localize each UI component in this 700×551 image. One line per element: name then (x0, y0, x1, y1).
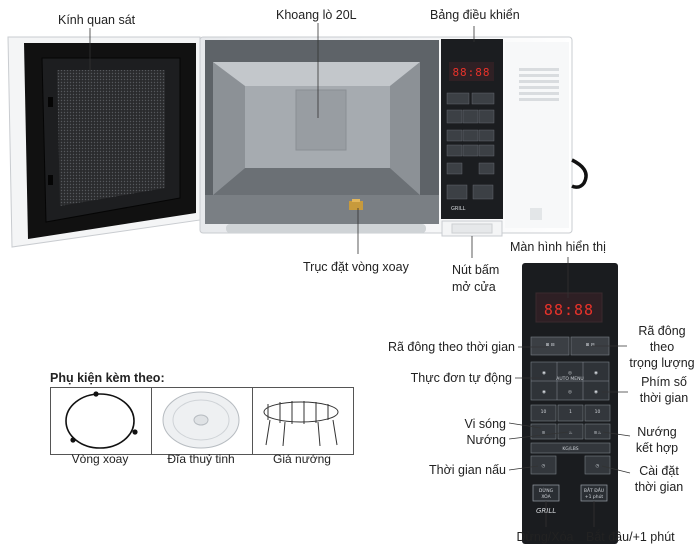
microwave-label: Vi sóng (464, 417, 506, 431)
cook-time-label: Thời gian nấu (429, 463, 506, 477)
svg-text:DỪNG: DỪNG (539, 487, 554, 494)
auto-menu-label: Thực đơn tự động (410, 371, 512, 385)
control-panel-detail: 88:88 ⊞ ⊟ ⊞ ⊟ ◉ ◎ ◉ AUTO MENU ◉ ◎ ◉ (522, 263, 618, 544)
svg-text:1: 1 (569, 409, 572, 415)
auto-menu-keys: ◉ ◎ ◉ AUTO MENU ◉ ◎ ◉ (530, 361, 610, 401)
stop-clear-label: Dừng/Xóa (516, 530, 574, 544)
accessory-box-turntable (50, 387, 152, 455)
svg-text:⊞ ⊟: ⊞ ⊟ (586, 343, 595, 348)
svg-text:XÓA: XÓA (541, 493, 551, 500)
microwave-oven: 88:88 GRILL (7, 36, 588, 248)
display-label: Màn hình hiển thị (510, 240, 606, 254)
svg-text:10: 10 (595, 409, 601, 415)
svg-text:◎: ◎ (568, 390, 572, 395)
svg-text:◉: ◉ (594, 390, 598, 395)
glass-label: Kính quan sát (58, 13, 136, 27)
turntable-axis-label: Trục đặt vòng xoay (303, 260, 409, 274)
svg-text:+1 phút: +1 phút (585, 493, 604, 500)
defrost-time-label: Rã đông theo thời gian (387, 340, 515, 354)
svg-text:◷: ◷ (542, 464, 546, 469)
accessory-label-rack: Giá nướng (273, 452, 331, 466)
number-keys-label: Phím số thời gian (639, 375, 689, 405)
svg-text:◉: ◉ (594, 371, 598, 376)
viewing-glass (57, 70, 165, 206)
oven-cabinet (199, 36, 588, 234)
key-grid: 10 1 10 ≋ ♨ ≋♨ KG/LBS ◷ ◷ (530, 404, 611, 475)
svg-text:◉: ◉ (542, 371, 546, 376)
door-release-button (441, 220, 503, 237)
callout-lines (89, 23, 631, 527)
svg-text:≋: ≋ (542, 431, 546, 436)
accessory-box-plate (151, 387, 253, 455)
svg-text:KG/LBS: KG/LBS (562, 446, 578, 452)
svg-text:BẮT ĐẦU: BẮT ĐẦU (584, 486, 604, 494)
svg-text:GRILL: GRILL (451, 206, 466, 212)
display-screen: 88:88 (535, 292, 603, 323)
set-time-label: Cài đặt thời gian (634, 464, 684, 494)
accessory-box-rack (252, 387, 354, 455)
svg-text:88:88: 88:88 (452, 66, 490, 79)
turntable-axis (349, 199, 363, 210)
start-label: Bắt đầu/+1 phút (586, 530, 675, 544)
accessory-label-turntable: Vòng xoay (71, 452, 129, 466)
svg-text:10: 10 (541, 409, 547, 415)
accessories-title: Phụ kiện kèm theo: (50, 371, 165, 385)
oven-control-panel: 88:88 GRILL (441, 39, 503, 219)
svg-text:88:88: 88:88 (544, 301, 594, 319)
svg-text:AUTO MENU: AUTO MENU (556, 376, 583, 382)
defrost-weight-label: Rã đông theo trọng lượng (629, 324, 695, 370)
grill-label: Nướng (466, 433, 507, 447)
start-key: BẮT ĐẦU +1 phút (580, 484, 608, 502)
svg-text:⊞ ⊟: ⊞ ⊟ (546, 343, 555, 348)
combo-label: Nướng kết hợp (635, 425, 679, 455)
control-panel-label: Bảng điều khiển (430, 8, 520, 22)
oven-door (7, 36, 201, 248)
svg-text:≋♨: ≋♨ (594, 430, 602, 436)
door-button-label: Nút bấm mở cửa (452, 263, 500, 294)
svg-text:♨: ♨ (568, 430, 572, 436)
stop-clear-key: DỪNG XÓA (532, 484, 560, 502)
svg-text:◉: ◉ (542, 390, 546, 395)
oven-cavity (213, 62, 420, 195)
cavity-label: Khoang lò 20L (276, 8, 357, 22)
accessory-label-plate: Đĩa thuỷ tinh (167, 452, 235, 466)
svg-text:◎: ◎ (568, 371, 572, 376)
svg-text:◷: ◷ (596, 464, 600, 469)
